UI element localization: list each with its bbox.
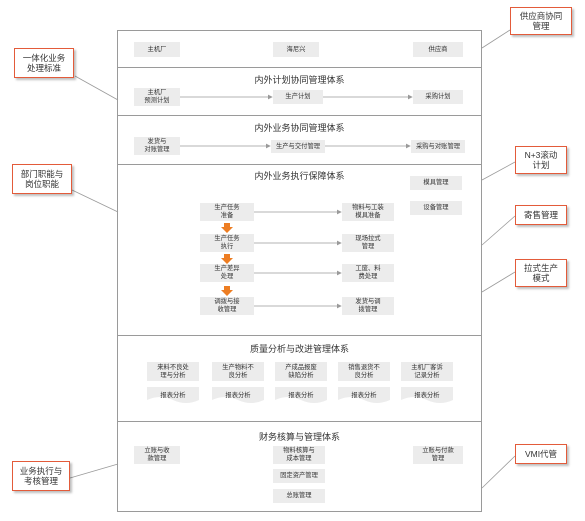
- finance-receivables: 立账与收 款管理: [134, 446, 180, 464]
- finance-title: 财务核算与管理体系: [258, 432, 340, 442]
- report-doc-1: 报表分析: [147, 387, 199, 404]
- leader-right-4: [481, 271, 516, 293]
- callout-left-functions: 部门职能与 岗位职能: [12, 164, 72, 194]
- execution-title: 内外业务执行保障体系: [254, 171, 345, 181]
- flow-down-arrow-2: [221, 254, 233, 264]
- report-doc-3: 报表分析: [275, 387, 327, 404]
- business-item-shipping: 发货与 对账管理: [134, 137, 180, 155]
- divider-quality: [117, 335, 482, 336]
- finance-fixed-assets: 固定资产管理: [273, 469, 325, 483]
- leader-right-3: [481, 215, 516, 246]
- leader-right-2: [481, 161, 516, 181]
- plan-item-procurement: 采购计划: [413, 90, 463, 104]
- quality-item-complaints: 主机厂客诉 记录分析: [401, 362, 453, 381]
- callout-right-supplier: 供应商协同 管理: [510, 7, 572, 35]
- top-box-oem: 主机厂: [134, 42, 180, 57]
- quality-item-production: 生产物料不 良分析: [212, 362, 264, 381]
- exec-equipment-management: 设备管理: [410, 201, 462, 215]
- report-label-2: 报表分析: [225, 392, 251, 399]
- report-doc-5: 报表分析: [401, 387, 453, 404]
- leader-right-5: [481, 455, 516, 489]
- report-label-1: 报表分析: [160, 392, 186, 399]
- callout-left-standards: 一体化业务 处理标准: [14, 48, 74, 78]
- report-doc-4: 报表分析: [338, 387, 390, 404]
- divider-finance: [117, 421, 482, 422]
- report-label-4: 报表分析: [351, 392, 377, 399]
- system-frame: [117, 30, 482, 512]
- report-doc-2: 报表分析: [212, 387, 264, 404]
- business-title: 内外业务协同管理体系: [254, 123, 345, 133]
- divider-business: [117, 115, 482, 116]
- quality-item-returns: 销售退货不 良分析: [338, 362, 390, 381]
- exec-flow-variance: 生产差异 处理: [200, 264, 254, 282]
- top-box-company: 海尼兴: [273, 42, 319, 57]
- exec-right-pull: 现场拉式 管理: [342, 234, 394, 252]
- finance-general-ledger: 总账管理: [273, 489, 325, 503]
- leader-left-2: [71, 189, 119, 213]
- callout-right-rolling-plan: N+3滚动 计划: [515, 146, 567, 174]
- flow-down-arrow-1: [221, 223, 233, 233]
- exec-flow-execute: 生产任务 执行: [200, 234, 254, 252]
- exec-right-material: 物料与工装 模具准备: [342, 203, 394, 221]
- exec-mold-management: 模具管理: [410, 176, 462, 190]
- report-label-5: 报表分析: [414, 392, 440, 399]
- flow-down-arrow-3: [221, 286, 233, 296]
- callout-right-pull-production: 拉式生产 模式: [515, 259, 567, 287]
- exec-right-shipping: 发货与调 拨管理: [342, 297, 394, 315]
- business-item-production-delivery: 生产与交付管理: [271, 140, 325, 153]
- quality-item-incoming: 来料不良处 理与分析: [147, 362, 199, 381]
- business-item-procurement-recon: 采购与对账管理: [411, 140, 465, 153]
- callout-left-assessment: 业务执行与 考核管理: [12, 461, 70, 491]
- callout-right-consignment: 寄售管理: [515, 205, 567, 225]
- plan-item-production: 生产计划: [273, 90, 323, 104]
- exec-flow-prep: 生产任务 准备: [200, 203, 254, 221]
- exec-flow-transfer: 调拨与接 收管理: [200, 297, 254, 315]
- leader-left-1: [74, 75, 119, 101]
- finance-payables: 立账与付款 管理: [413, 446, 463, 464]
- exec-right-scrap: 工废、料 费处理: [342, 264, 394, 282]
- quality-item-scrap: 产成品报废 缺陷分析: [275, 362, 327, 381]
- finance-material-cost: 物料核算与 成本管理: [273, 446, 325, 464]
- divider-plan: [117, 67, 482, 68]
- leader-right-1: [481, 29, 511, 49]
- divider-execution: [117, 164, 482, 165]
- callout-right-vmi: VMI代管: [515, 444, 567, 464]
- top-box-supplier: 供应商: [413, 42, 463, 57]
- plan-title: 内外计划协同管理体系: [254, 75, 345, 85]
- report-label-3: 报表分析: [288, 392, 314, 399]
- plan-item-oem-forecast: 主机厂 预测计划: [134, 88, 180, 106]
- leader-left-3: [69, 463, 119, 479]
- quality-title: 质量分析与改进管理体系: [249, 344, 349, 354]
